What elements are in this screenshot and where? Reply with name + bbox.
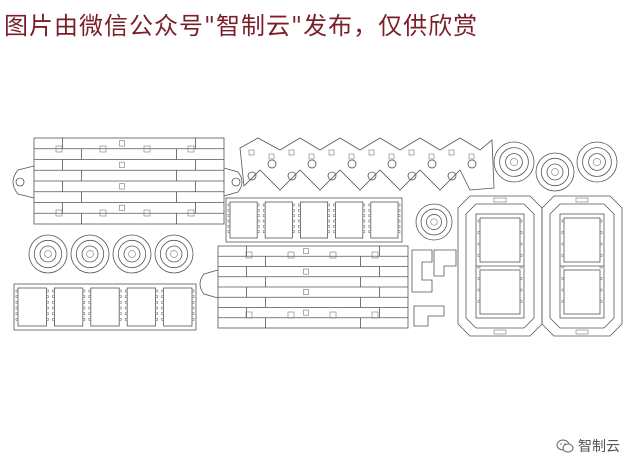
lug-strip-top [239,137,495,191]
plank-assembly-center [199,245,409,329]
wheel-part [70,234,110,274]
bracket-frame-part [541,195,623,337]
connector-pieces [411,249,457,327]
bracket-frames-right [457,195,623,337]
bracket-frame-part [457,195,543,337]
wheel-part [415,203,453,241]
wheel-part [112,234,152,274]
wheel-part [493,141,535,183]
wheel-part [535,152,575,192]
wheels-top-right [493,141,618,192]
track-plate-part [33,137,225,225]
frame-row-part [225,197,403,243]
wheel-part [576,141,618,183]
wheel-small-center [415,203,453,241]
plank-assembly-left [12,137,243,225]
window-frame-left-bottom [13,283,197,331]
watermark-text: 智制云 [578,439,620,455]
wechat-icon [556,439,574,453]
frame-row-part [13,283,197,331]
watermark: 智制云 [556,436,620,456]
wheel-part [28,234,68,274]
window-frame-center-top [225,197,403,243]
wheel-part [154,234,194,274]
page-title: 图片由微信公众号"智制云"发布，仅供欣赏 [4,12,479,40]
wheels-left-row [28,234,194,274]
